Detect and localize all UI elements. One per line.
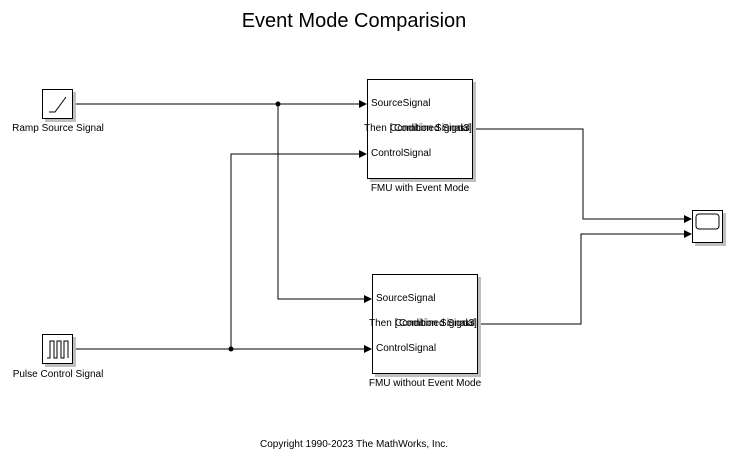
ramp-block[interactable] bbox=[42, 89, 73, 119]
branch-point-ramp bbox=[275, 101, 281, 107]
wire-pulse-to-fmu-event bbox=[230, 150, 367, 349]
fmu-event-port-control: ControlSignal bbox=[371, 148, 432, 159]
ramp-block-label: Ramp Source Signal bbox=[12, 123, 104, 134]
diagram-title: Event Mode Comparision bbox=[241, 10, 467, 32]
fmu-event-output-label-a: Then [ bbox=[364, 123, 393, 134]
fmu-no-event-port-source: SourceSignal bbox=[376, 293, 436, 304]
fmu-event-port-source: SourceSignal bbox=[371, 98, 431, 109]
fmu-event-block[interactable] bbox=[367, 79, 473, 179]
wire-ramp-to-fmu-no-event bbox=[277, 104, 372, 303]
ramp-icon bbox=[49, 96, 67, 113]
fmu-no-event-port-control: ControlSignal bbox=[376, 343, 437, 354]
fmu-no-event-output-label-d: u3] bbox=[463, 318, 477, 329]
fmu-no-event-block[interactable] bbox=[372, 274, 478, 374]
scope-block[interactable] bbox=[692, 210, 723, 243]
pulse-block[interactable] bbox=[42, 334, 73, 364]
fmu-event-output-label-b: Condition Signal bbox=[390, 123, 463, 134]
pulse-block-label: Pulse Control Signal bbox=[12, 369, 104, 380]
fmu-no-event-output-label-a: Then [ bbox=[369, 318, 398, 329]
scope-icon bbox=[695, 213, 720, 230]
fmu-no-event-output-label-b: Condition Signal bbox=[395, 318, 468, 329]
fmu-event-output-label-c: Combined Signal bbox=[394, 123, 471, 134]
branch-point-pulse bbox=[228, 346, 234, 352]
fmu-no-event-output-label-c: Combined Signal bbox=[399, 318, 476, 329]
fmu-event-block-label: FMU with Event Mode bbox=[370, 183, 470, 194]
copyright-text: Copyright 1990-2023 The MathWorks, Inc. bbox=[259, 439, 449, 450]
fmu-event-output-label-d: u3] bbox=[458, 123, 472, 134]
wire-fmu-event-to-scope bbox=[473, 128, 692, 223]
fmu-no-event-block-label: FMU without Event Mode bbox=[368, 378, 482, 389]
wire-fmu-no-event-to-scope bbox=[478, 230, 692, 325]
pulse-icon bbox=[47, 340, 69, 359]
